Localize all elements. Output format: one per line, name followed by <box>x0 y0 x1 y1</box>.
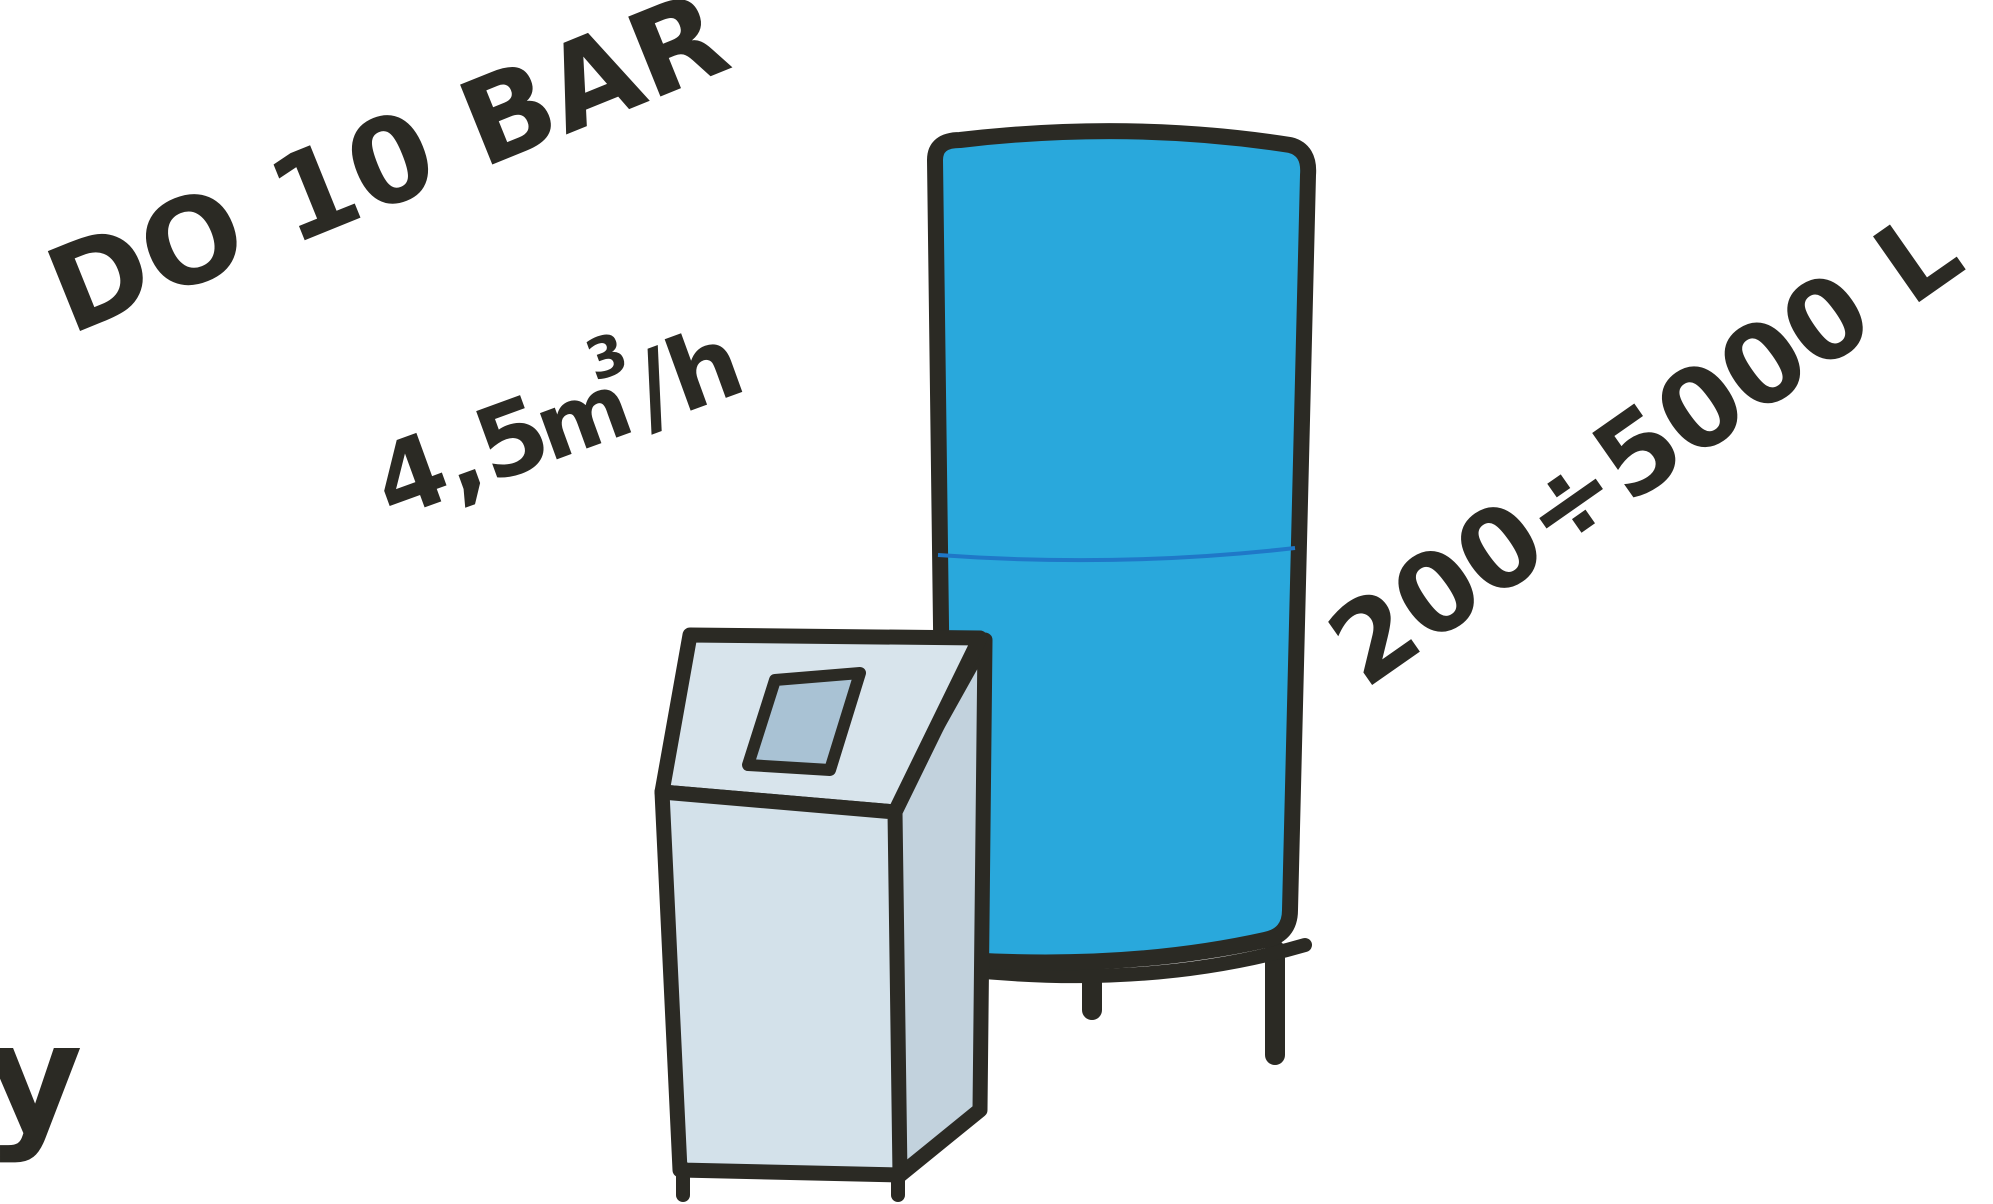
flow-label: 4,5 m 3 /h <box>352 285 758 543</box>
flow-rest: /h <box>617 302 758 449</box>
left-edge-fragment: y <box>0 992 83 1166</box>
capacity-label: 200÷5000 L <box>1306 184 1983 711</box>
pressure-tank-icon <box>935 131 1308 1055</box>
pressure-label: DO 10 BAR <box>29 0 745 361</box>
tank-body <box>935 131 1308 962</box>
control-unit-icon <box>662 635 985 1195</box>
unit-front-panel <box>662 792 900 1175</box>
